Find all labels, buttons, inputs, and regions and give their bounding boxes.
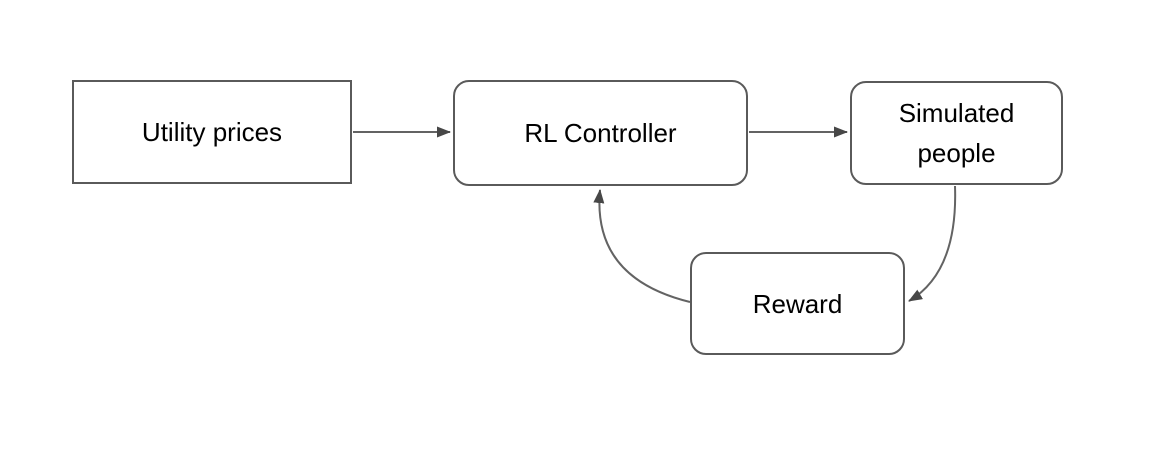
node-simulated-people-label: Simulated people — [898, 98, 1015, 168]
node-reward: Reward — [690, 252, 905, 355]
node-utility-prices-label: Utility prices — [141, 117, 283, 147]
node-reward-label: Reward — [752, 288, 843, 319]
arrow-simulated-to-reward — [908, 185, 957, 302]
node-simulated-people: Simulated people — [850, 81, 1063, 185]
node-rl-controller-label: RL Controller — [524, 118, 677, 148]
node-rl-controller: RL Controller — [453, 80, 748, 186]
arrow-reward-to-controller — [593, 189, 691, 303]
node-utility-prices: Utility prices — [72, 80, 352, 184]
